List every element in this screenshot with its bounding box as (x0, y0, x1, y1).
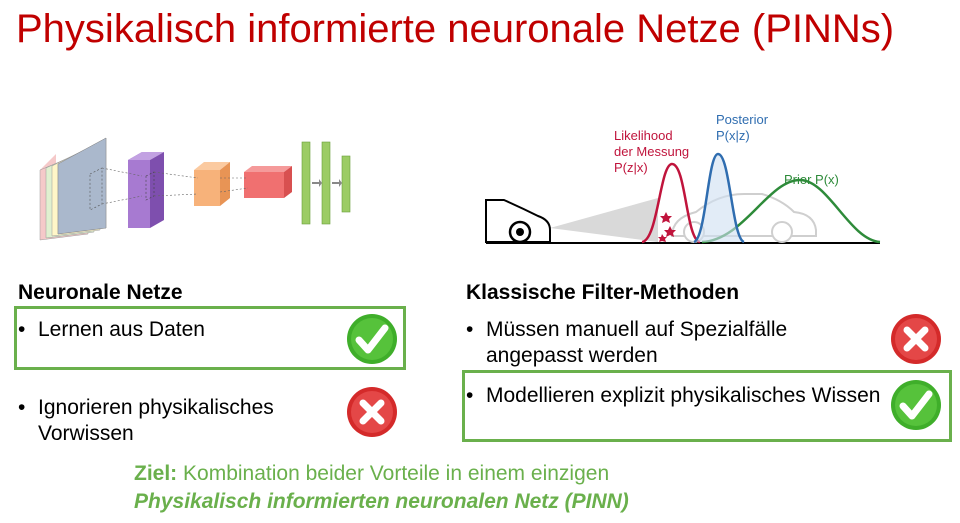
posterior-label-line-2: P(x|z) (716, 128, 750, 143)
check-icon (347, 314, 397, 364)
check-icon (891, 380, 941, 430)
likelihood-label-line-2: der Messung (614, 144, 689, 159)
bullet-marker: • (466, 384, 474, 407)
pro-box-classic-filters (462, 370, 952, 442)
classic-filters-heading: Klassische Filter-Methoden (466, 281, 740, 304)
goal-emphasis: Physikalisch informierten neuronalen Net… (134, 490, 629, 513)
page-title: Physikalisch informierte neuronale Netze… (16, 7, 895, 51)
goal-text: Kombination beider Vorteile in einem ein… (183, 462, 610, 485)
con-item-manual-adaptation: • Müssen manuell auf Spezialfälle angepa… (466, 317, 886, 369)
bullet-marker: • (18, 396, 26, 419)
goal-statement: Ziel: Kombination beider Vorteile in ein… (134, 460, 934, 516)
bullet-text: Modellieren explizit physikalisches Wiss… (486, 384, 881, 407)
bullet-marker: • (466, 318, 474, 341)
con-item-ignore-physics: • Ignorieren physikalisches Vorwissen (18, 395, 338, 447)
goal-prefix: Ziel: (134, 462, 178, 485)
cross-icon (347, 387, 397, 437)
likelihood-label-line-3: P(z|x) (614, 160, 648, 175)
bullet-text: Müssen manuell auf Spezialfälle angepass… (486, 318, 788, 367)
pro-item-learn-from-data: • Lernen aus Daten (18, 317, 338, 343)
bullet-marker: • (18, 318, 26, 341)
bullet-text: Ignorieren physikalisches Vorwissen (38, 396, 274, 445)
bullet-text: Lernen aus Daten (38, 318, 205, 341)
neural-network-diagram (39, 137, 351, 241)
cross-icon (891, 314, 941, 364)
pro-item-explicit-physics: • Modellieren explizit physikalisches Wi… (466, 383, 886, 409)
bayes-filter-diagram: Likelihood der Messung P(z|x) Posterior … (485, 112, 881, 244)
posterior-label-line-1: Posterior (716, 112, 769, 127)
prior-label: Prior P(x) (784, 172, 839, 187)
likelihood-label-line-1: Likelihood (614, 128, 673, 143)
pro-box-neural-networks (14, 306, 406, 370)
neural-networks-heading: Neuronale Netze (18, 281, 183, 304)
